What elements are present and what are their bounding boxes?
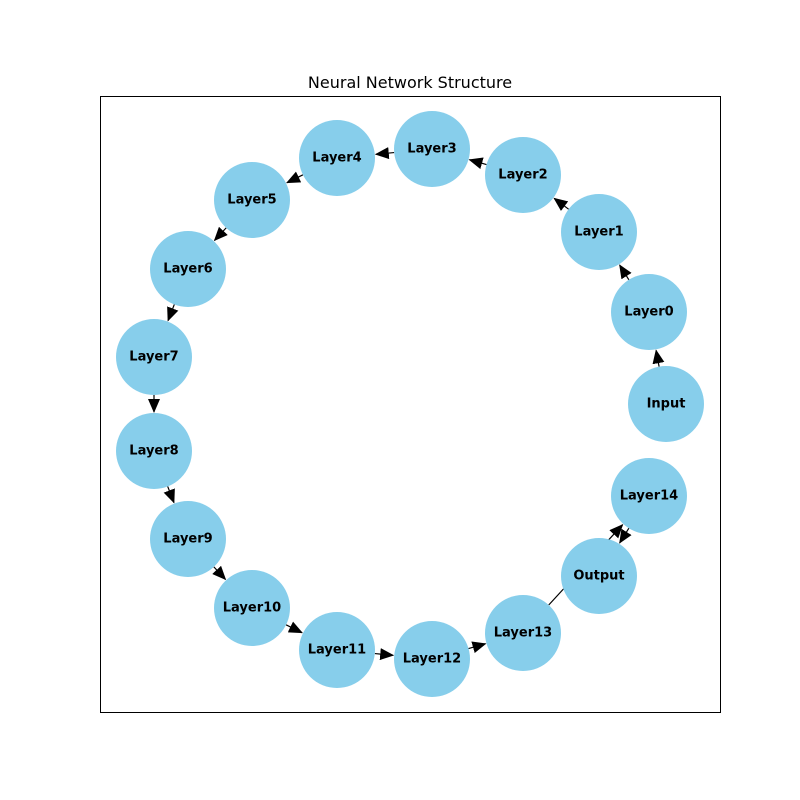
node-circle	[214, 162, 290, 238]
edge-layer5-to-layer6	[213, 226, 228, 242]
node-layer1: Layer1	[561, 194, 637, 270]
node-layer14: Layer14	[611, 458, 687, 534]
node-layer3: Layer3	[394, 111, 470, 187]
node-layer4: Layer4	[299, 120, 375, 196]
node-input: Input	[628, 366, 704, 442]
node-circle	[150, 231, 226, 307]
node-circle	[394, 111, 470, 187]
edges-group	[148, 147, 665, 661]
node-label: Layer3	[407, 142, 456, 157]
node-label: Layer1	[574, 225, 623, 240]
node-circle	[214, 570, 290, 646]
diagram-title: Neural Network Structure	[308, 73, 512, 92]
node-label: Layer2	[498, 168, 547, 183]
node-layer12: Layer12	[394, 621, 470, 697]
node-layer9: Layer9	[150, 501, 226, 577]
edge-input-to-layer0	[652, 349, 665, 367]
node-label: Input	[647, 397, 686, 412]
node-label: Layer4	[312, 151, 361, 166]
node-label: Layer9	[163, 532, 212, 547]
node-circle	[485, 137, 561, 213]
node-layer6: Layer6	[150, 231, 226, 307]
edge-layer2-to-layer3	[468, 157, 487, 170]
node-circle	[561, 194, 637, 270]
node-circle	[116, 413, 192, 489]
node-layer10: Layer10	[214, 570, 290, 646]
node-circle	[628, 366, 704, 442]
node-label: Layer6	[163, 262, 212, 277]
node-label: Layer12	[403, 652, 461, 667]
node-layer7: Layer7	[116, 319, 192, 395]
edge-layer14-to-output	[619, 527, 632, 544]
edge-layer10-to-layer11	[285, 621, 303, 634]
nodes-group: Input Layer0 Layer1 Layer2 Layer3Layer4Layer…	[116, 111, 704, 697]
node-circle	[394, 621, 470, 697]
node-output: Output	[561, 538, 637, 614]
node-circle	[611, 274, 687, 350]
node-circle	[116, 319, 192, 395]
node-layer8: Layer8	[116, 413, 192, 489]
edge-layer6-to-layer7	[167, 304, 179, 322]
node-label: Layer14	[620, 489, 678, 504]
node-layer11: Layer11	[299, 612, 375, 688]
edge-layer9-to-layer10	[212, 565, 227, 581]
edge-layer0-to-layer1	[619, 264, 632, 281]
node-label: Layer11	[308, 643, 366, 658]
node-circle	[150, 501, 226, 577]
node-label: Layer7	[129, 350, 178, 365]
node-circle	[299, 612, 375, 688]
node-circle	[561, 538, 637, 614]
node-layer5: Layer5	[214, 162, 290, 238]
node-circle	[299, 120, 375, 196]
node-circle	[485, 595, 561, 671]
node-layer2: Layer2	[485, 137, 561, 213]
edge-layer12-to-layer13	[468, 641, 487, 654]
edge-layer1-to-layer2	[553, 197, 569, 212]
edge-layer4-to-layer5	[286, 171, 304, 184]
edge-layer11-to-layer12	[374, 648, 395, 661]
plot-frame	[100, 96, 721, 713]
edge-layer3-to-layer4	[374, 147, 395, 160]
edge-layer8-to-layer9	[163, 486, 175, 504]
node-layer13: Layer13	[485, 595, 561, 671]
node-label: Layer13	[494, 626, 552, 641]
node-label: Layer10	[223, 601, 281, 616]
node-label: Layer0	[624, 305, 673, 320]
node-label: Layer5	[227, 193, 276, 208]
node-label: Output	[573, 569, 624, 584]
node-layer0: Layer0	[611, 274, 687, 350]
node-label: Layer8	[129, 444, 178, 459]
node-circle	[611, 458, 687, 534]
